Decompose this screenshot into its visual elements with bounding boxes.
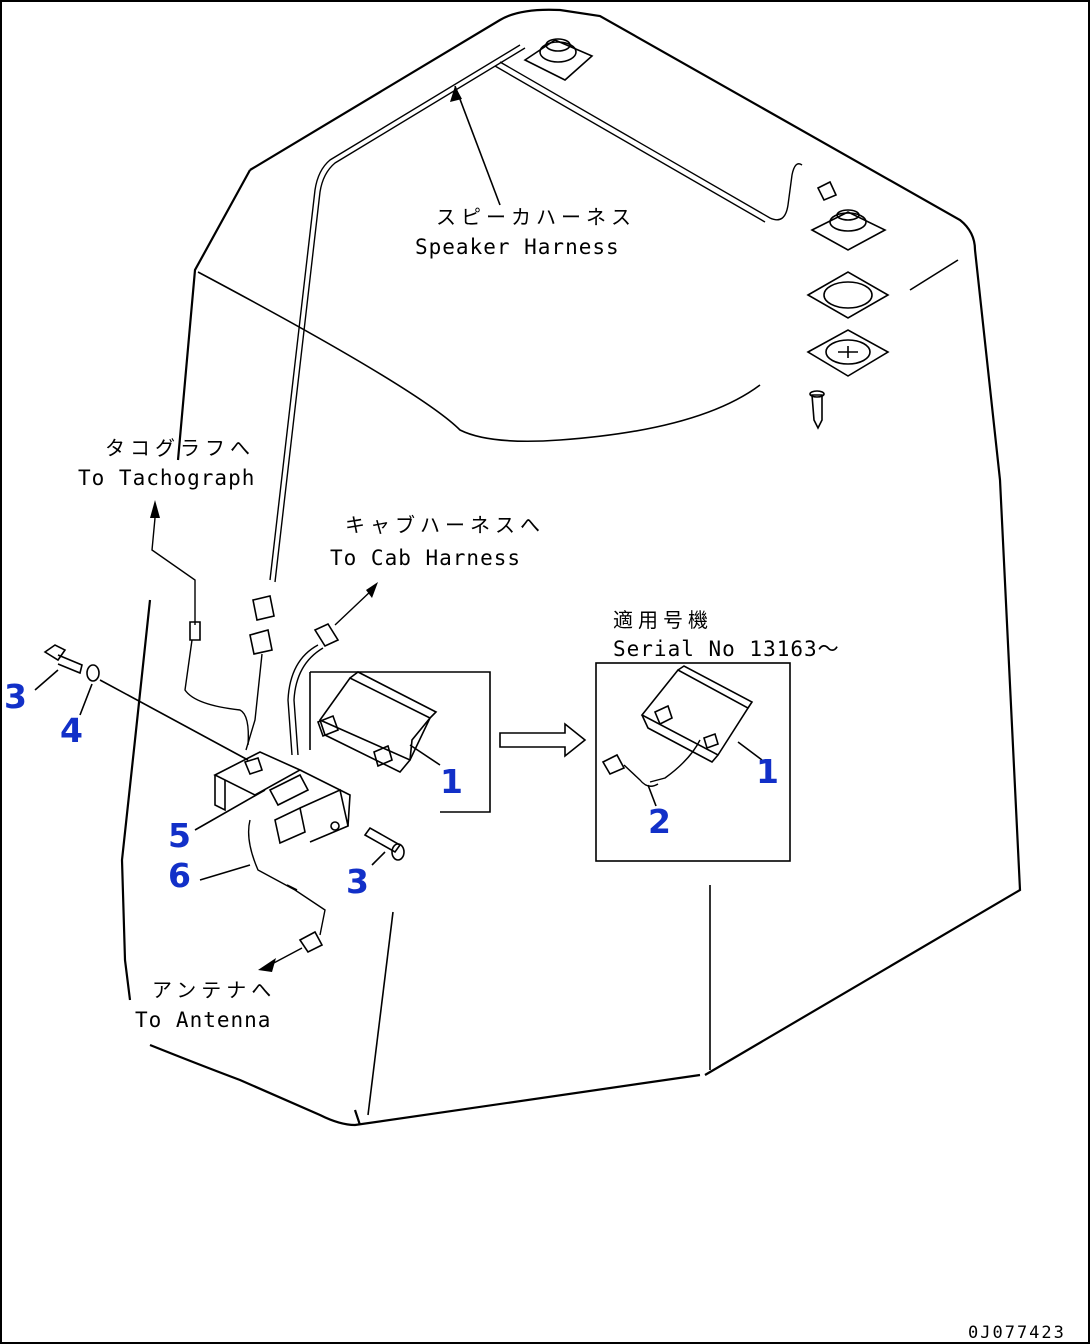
bracket-assembly (213, 751, 351, 845)
top-speaker (523, 38, 594, 81)
cab-outline (120, 8, 1022, 1127)
leader-5 (194, 789, 266, 831)
tachograph-label-jp: タコグラフへ (105, 436, 255, 460)
speaker-harness-label-en: Speaker Harness (415, 235, 620, 259)
bolt-right (363, 826, 405, 861)
callout-5: 5 (168, 816, 191, 855)
leader-6 (199, 864, 251, 881)
leader-3-right (371, 851, 386, 866)
cab-harness-label-en: To Cab Harness (330, 546, 521, 570)
callout-3-left: 3 (4, 677, 27, 716)
washer (86, 664, 100, 682)
leader-3-left (34, 669, 59, 691)
serial-label-jp: 適用号機 (613, 608, 713, 632)
callout-2-detail: 2 (648, 802, 671, 841)
harness-connectors (245, 595, 275, 751)
callout-6: 6 (168, 856, 191, 895)
cab-harness-wire (287, 582, 378, 756)
speaker-harness-callout (450, 85, 501, 206)
callout-1-main: 1 (440, 762, 463, 801)
serial-detail-box (595, 662, 791, 862)
leader-4 (79, 683, 93, 716)
tachograph-wire (150, 500, 250, 746)
serial-label-en: Serial No 13163～ (613, 637, 840, 661)
cab-harness-label-jp: キャブハーネスへ (345, 513, 545, 537)
antenna-label-en: To Antenna (135, 1008, 271, 1032)
antenna-label-jp: アンテナへ (152, 978, 276, 1002)
transition-arrow-icon (499, 722, 587, 758)
callout-1-detail: 1 (756, 752, 779, 791)
tachograph-label-en: To Tachograph (78, 466, 255, 490)
speaker-harness-wire (269, 44, 838, 583)
speaker-harness-label-jp: スピーカハーネス (436, 205, 636, 229)
drawing-code: 0J077423 (968, 1323, 1066, 1343)
callout-4: 4 (60, 711, 83, 750)
bolt-axis-line (99, 679, 249, 761)
bolt-left (43, 644, 83, 675)
callout-3-right: 3 (346, 862, 369, 901)
antenna-wire (247, 819, 326, 972)
main-detail-box (309, 671, 491, 813)
speaker-exploded-parts (806, 209, 890, 430)
